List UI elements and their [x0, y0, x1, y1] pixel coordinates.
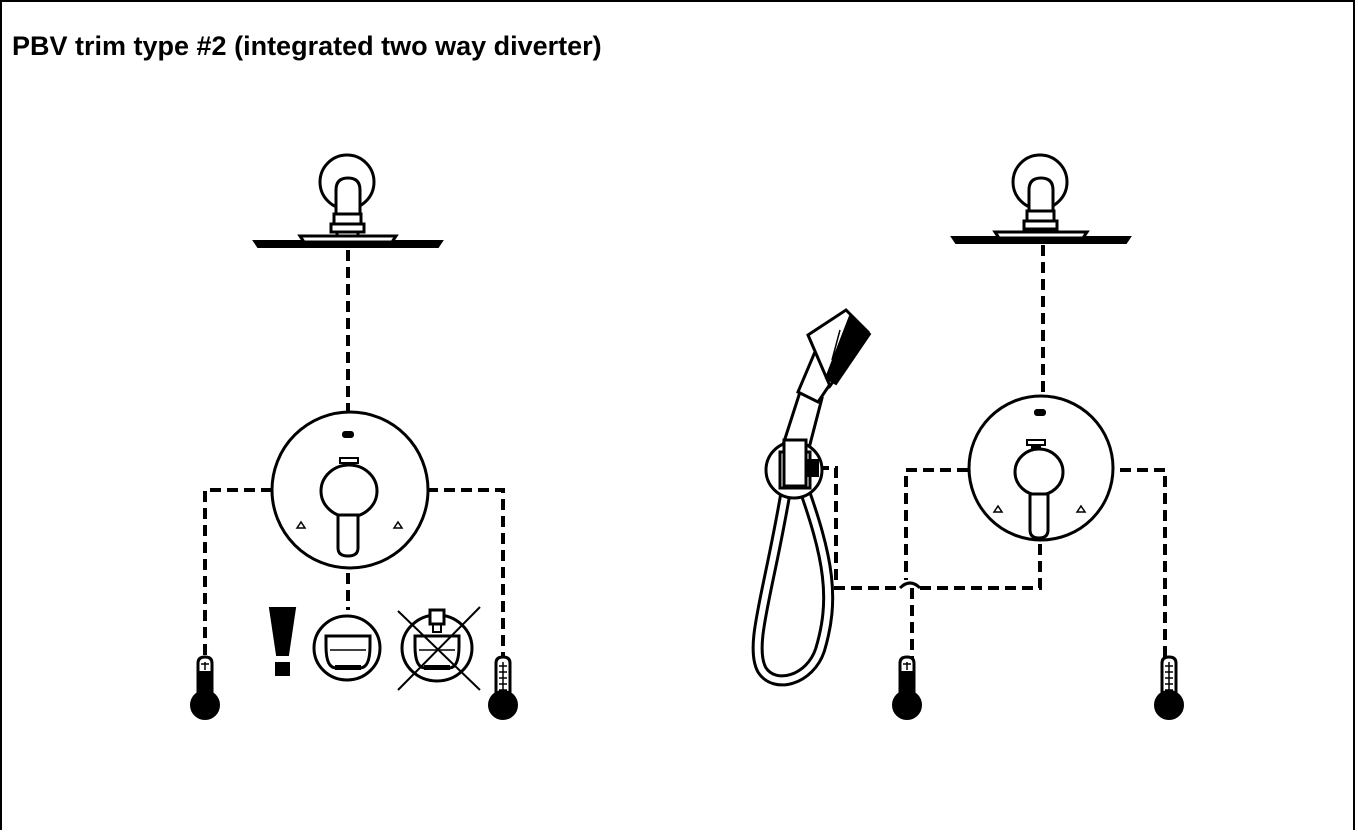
- page-title: PBV trim type #2 (integrated two way div…: [12, 31, 602, 61]
- pipe-hot-supply: [203, 488, 272, 660]
- hot-water-thermometer-icon: [892, 655, 922, 720]
- pipe-cold-supply: [427, 488, 505, 660]
- rain-shower-head-icon: [950, 153, 1132, 244]
- pressure-balance-valve-trim-icon: [270, 410, 430, 570]
- cold-water-thermometer-icon: [1154, 655, 1184, 720]
- pipe-hand-shower: [818, 466, 1042, 590]
- pressure-balance-valve-trim-icon: [967, 394, 1115, 542]
- hot-water-thermometer-icon: [190, 655, 220, 720]
- diverter-tub-spout-crossed-out-icon: [397, 606, 481, 691]
- rain-shower-head-icon: [252, 153, 444, 248]
- hand-shower-icon: [751, 308, 872, 687]
- tub-spout-icon: [312, 614, 382, 682]
- pipe-cold-supply: [1120, 468, 1167, 660]
- cold-water-thermometer-icon: [488, 655, 518, 720]
- wall-supply-elbow-icon: [764, 438, 824, 500]
- exclamation-icon: [268, 607, 297, 676]
- pipe-hot-supply: [904, 468, 968, 660]
- right-configuration: [751, 153, 1184, 720]
- left-configuration: [190, 153, 518, 720]
